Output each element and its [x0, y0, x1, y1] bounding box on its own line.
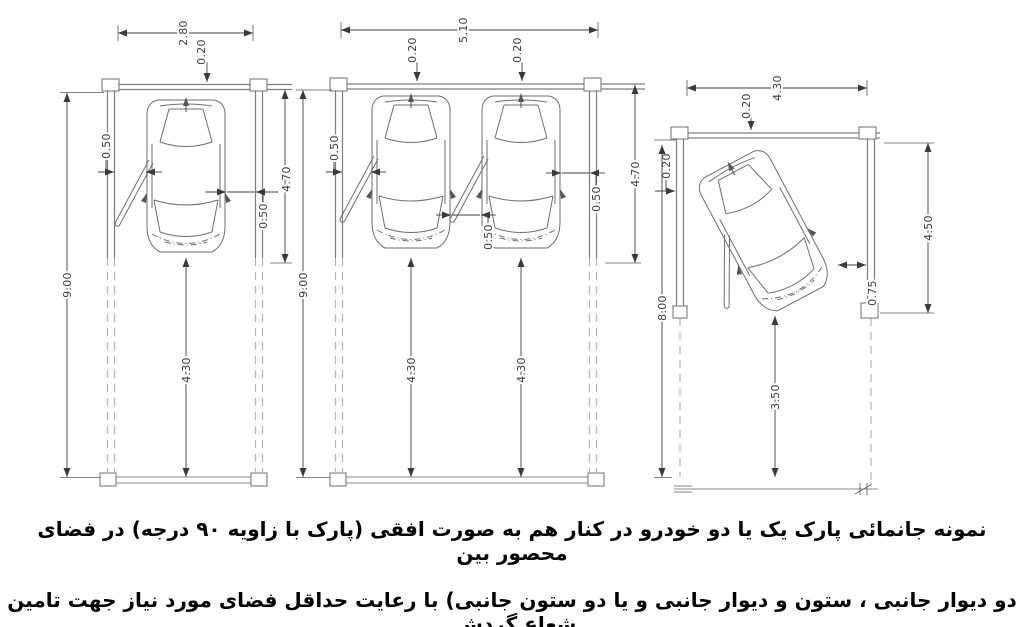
dim-wall-top: 0.20 — [738, 91, 755, 130]
dim-label: 4.50 — [922, 215, 935, 241]
column — [329, 472, 347, 487]
dim-gap-left: 0.50 — [326, 133, 386, 176]
column — [858, 126, 877, 140]
dim-wall-left: 0.20 — [655, 151, 675, 195]
dim-wall-thickness: 0.20 — [193, 37, 211, 82]
dim-car-length: 4.70 — [270, 90, 295, 264]
dim-label: 0.20 — [511, 37, 524, 63]
dim-label: 4.30 — [405, 357, 418, 383]
dim-label: 4.30 — [180, 357, 193, 383]
dim-stall-width: 4.30 — [686, 73, 868, 103]
dim-label: 0.50 — [100, 133, 113, 159]
dim-label: 8.00 — [656, 295, 669, 321]
dim-label: 4.70 — [629, 161, 642, 187]
dim-label: 0.50 — [257, 203, 270, 229]
dim-front-space-right: 4.30 — [513, 258, 530, 477]
car-left — [339, 92, 457, 249]
column — [860, 302, 879, 319]
dim-front-space-left: 4.30 — [403, 258, 420, 477]
column — [249, 78, 268, 92]
dim-gap-left: 0.50 — [98, 131, 162, 176]
parking-diagrams-canvas: 2.80 0.20 0.50 0.50 4.70 9.00 — [59, 15, 937, 495]
column — [250, 472, 268, 487]
column — [583, 77, 602, 92]
dim-label: 0.20 — [740, 93, 753, 119]
dim-front-space: 4.30 — [178, 258, 195, 477]
column — [670, 126, 689, 140]
car-angled — [664, 140, 841, 333]
dim-label: 9.00 — [61, 272, 74, 298]
dim-label: 0.50 — [482, 224, 495, 250]
diagram-single-car: 2.80 0.20 0.50 0.50 4.70 9.00 — [59, 18, 295, 487]
dim-label: 4.30 — [771, 75, 784, 101]
car-right — [449, 92, 567, 249]
column — [99, 472, 117, 487]
dim-wall-left: 0.20 — [404, 35, 421, 81]
dim-stall-width: 2.80 — [117, 18, 254, 48]
dim-label: 0.75 — [866, 280, 879, 306]
column — [101, 78, 120, 92]
dim-stall-width: 5.10 — [340, 15, 599, 45]
column — [587, 472, 605, 487]
diagram-double-car: 5.10 0.20 0.20 0.50 0.50 0.50 — [295, 15, 645, 487]
dim-label: 2.80 — [177, 20, 190, 46]
dim-total-depth: 9.00 — [295, 89, 332, 478]
caption-line-1: نمونه جانمائی پارک یک یا دو خودرو در کنا… — [37, 517, 987, 565]
diagram-angled-car: 4.30 0.20 0.20 4.50 0.75 8.00 — [654, 73, 937, 495]
dim-label: 0.50 — [590, 186, 603, 212]
dim-car-span: 4.50 — [880, 142, 937, 314]
dim-gap-right: 0.50 — [205, 188, 278, 231]
dim-wall-right: 0.20 — [509, 35, 526, 81]
dim-label: 4.30 — [515, 357, 528, 383]
dim-car-length: 4.70 — [605, 85, 644, 264]
column — [672, 305, 688, 319]
rear-edge — [332, 476, 604, 484]
dim-gap-right: 0.50 — [546, 169, 605, 214]
dim-label: 0.20 — [195, 39, 208, 65]
dim-corner-gap: 0.75 — [838, 261, 881, 308]
dim-total-depth: 8.00 — [654, 139, 676, 478]
dim-gap-middle: 0.50 — [436, 211, 497, 252]
rear-edge — [100, 476, 268, 484]
dim-label: 5.10 — [457, 17, 470, 43]
dim-total-depth: 9.00 — [59, 92, 104, 478]
dim-label: 0.20 — [406, 37, 419, 63]
dim-rear-space: 3.50 — [767, 316, 784, 477]
caption-line-2: دو دیوار جانبی ، ستون و دیوار جانبی و یا… — [7, 588, 1017, 627]
dim-label: 0.50 — [328, 135, 341, 161]
dim-label: 4.70 — [280, 166, 293, 192]
car-single — [114, 96, 232, 253]
column — [329, 77, 348, 92]
dim-label: 9.00 — [297, 272, 310, 298]
dim-label: 3.50 — [769, 384, 782, 410]
